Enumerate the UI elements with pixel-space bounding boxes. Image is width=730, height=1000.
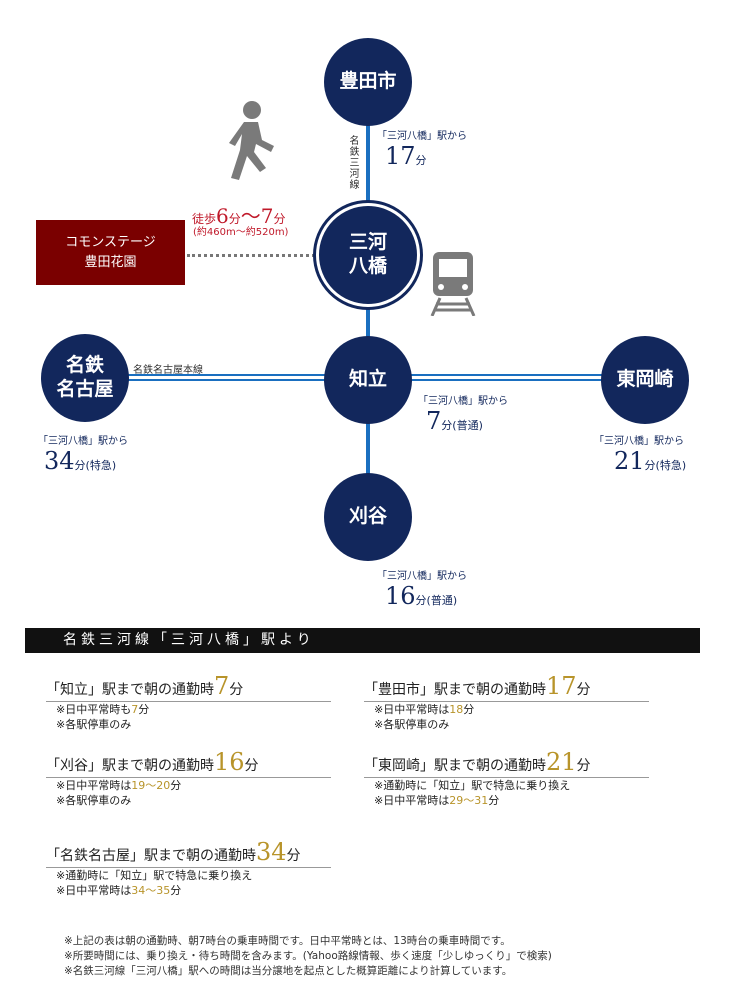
- mikawa-line: [366, 95, 370, 525]
- commute-note: ※通勤時に「知立」駅で特急に乗り換え: [56, 869, 253, 882]
- commute-item: 「知立」駅まで朝の通勤時7分※日中平常時も7分 ※各駅停車のみ: [46, 672, 331, 732]
- commute-item: 「東岡崎」駅まで朝の通勤時21分※通勤時に「知立」駅で特急に乗り換え ※日中平常時…: [364, 748, 649, 808]
- commute-note: ※通勤時に「知立」駅で特急に乗り換え: [374, 779, 571, 792]
- commute-item: 「豊田市」駅まで朝の通勤時17分※日中平常時は18分 ※各駅停車のみ: [364, 672, 649, 732]
- station-kariya: 刈谷: [324, 473, 412, 561]
- property-name: 豊田花園: [84, 254, 137, 270]
- commute-item: 「名鉄名古屋」駅まで朝の通勤時34分※通勤時に「知立」駅で特急に乗り換え ※日中平…: [46, 838, 331, 898]
- commute-heading: 「知立」駅まで朝の通勤時7分: [46, 672, 331, 702]
- walk-time: 徒歩6分〜7分: [192, 204, 286, 228]
- footnote: ※上記の表は朝の通勤時、朝7時台の乗車時間です。日中平常時とは、13時台の乗車時…: [64, 935, 511, 947]
- commute-heading: 「名鉄名古屋」駅まで朝の通勤時34分: [46, 838, 331, 868]
- commute-note: ※日中平常時は18分: [374, 703, 475, 716]
- commute-note: ※各駅停車のみ: [56, 718, 132, 731]
- station-mikawayatsuhashi: 三河八橋: [316, 203, 420, 307]
- commute-note: ※日中平常時も7分: [56, 703, 150, 716]
- commute-item: 「刈谷」駅まで朝の通勤時16分※日中平常時は19〜20分 ※各駅停車のみ: [46, 748, 331, 808]
- station-nagoya: 名鉄名古屋: [41, 334, 129, 422]
- station-higashiokazaki: 東岡崎: [601, 336, 689, 424]
- commute-note: ※各駅停車のみ: [56, 794, 132, 807]
- footnote: ※所要時間には、乗り換え・待ち時間を含みます。(Yahoo路線情報、歩く速度「少…: [64, 950, 552, 962]
- footnotes: ※上記の表は朝の通勤時、朝7時台の乗車時間です。日中平常時とは、13時台の乗車時…: [64, 934, 552, 979]
- station-chiryu: 知立: [324, 336, 412, 424]
- commute-heading: 「刈谷」駅まで朝の通勤時16分: [46, 748, 331, 778]
- property-box: コモンステージ 豊田花園: [36, 220, 185, 285]
- property-name: コモンステージ: [65, 235, 156, 250]
- mikawa-line-label: 名鉄三河線: [347, 135, 358, 190]
- train-icon: [430, 252, 476, 316]
- station-toyotashi: 豊田市: [324, 38, 412, 126]
- footnote: ※名鉄三河線「三河八橋」駅への時間は当分譲地を起点とした概算距離により計算してい…: [64, 965, 513, 977]
- walk-distance: (約460m〜約520m): [193, 227, 289, 238]
- section-title: 名鉄三河線「三河八橋」駅より: [25, 628, 700, 653]
- commute-note: ※日中平常時は34〜35分: [56, 884, 182, 897]
- commute-note: ※日中平常時は29〜31分: [374, 794, 500, 807]
- walk-route: [187, 254, 315, 257]
- commute-note: ※日中平常時は19〜20分: [56, 779, 182, 792]
- commute-heading: 「東岡崎」駅まで朝の通勤時21分: [364, 748, 649, 778]
- nagoya-line-label: 名鉄名古屋本線: [133, 365, 203, 376]
- commute-note: ※各駅停車のみ: [374, 718, 450, 731]
- walking-person-icon: [229, 101, 274, 180]
- commute-heading: 「豊田市」駅まで朝の通勤時17分: [364, 672, 649, 702]
